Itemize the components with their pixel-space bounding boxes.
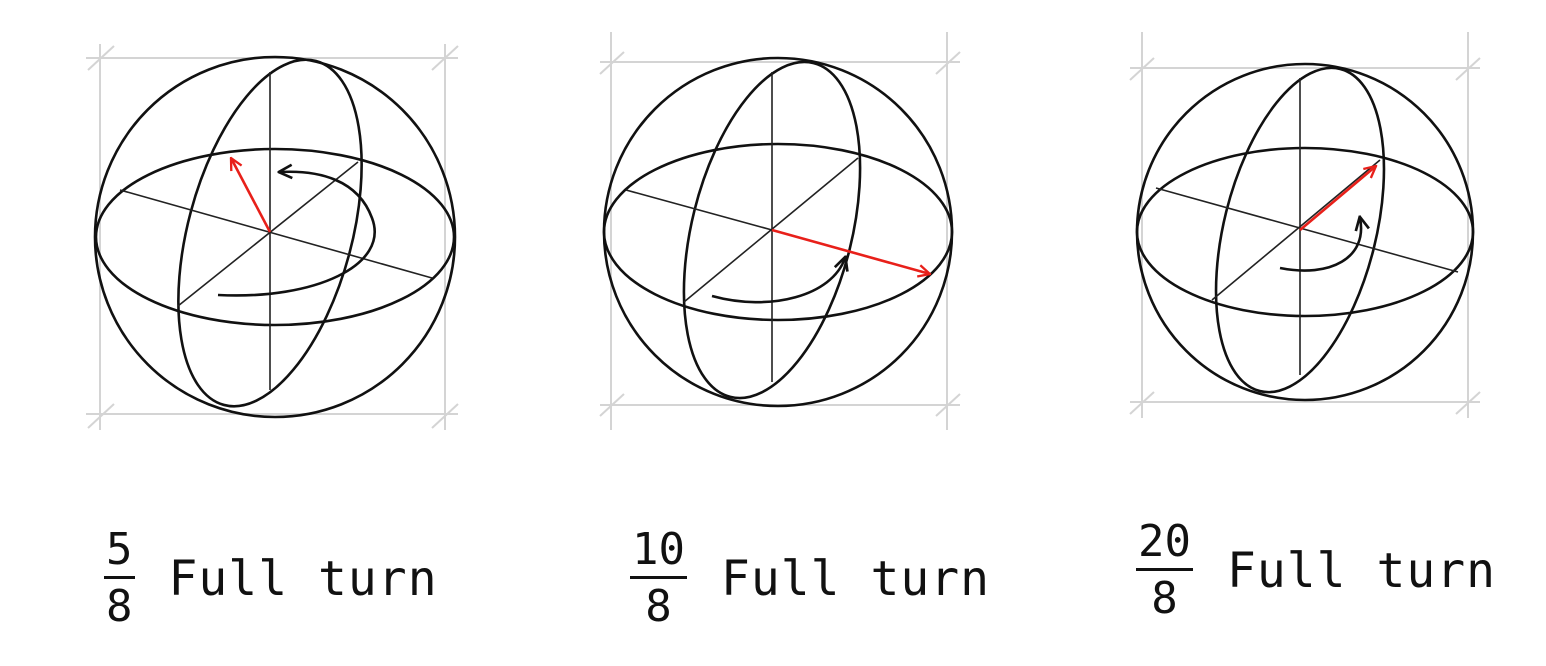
guide-box: [1129, 32, 1481, 418]
caption-label: Full turn: [720, 550, 991, 607]
guide-box: [86, 44, 459, 430]
caption-label: Full turn: [1226, 542, 1497, 599]
fraction-denominator: 8: [1151, 573, 1178, 624]
rotation-vector: [1299, 166, 1376, 231]
rotation-vector: [771, 228, 930, 274]
guide-box: [599, 32, 961, 430]
caption-label: Full turn: [168, 550, 438, 607]
fraction-numerator: 20: [1138, 516, 1191, 567]
fraction-denominator: 8: [106, 581, 133, 632]
fraction-denominator: 8: [645, 581, 672, 632]
sphere-diagram-1: [86, 44, 459, 430]
fraction-bar: [104, 576, 135, 579]
axes: [119, 72, 433, 390]
axes: [1155, 78, 1459, 375]
axes: [625, 72, 859, 382]
rotation-vector: [231, 158, 272, 233]
rotation-arrow: [1279, 218, 1361, 272]
fraction: 20 8: [1136, 520, 1193, 621]
caption-2: 10 8 Full turn: [630, 528, 990, 629]
caption-1: 5 8 Full turn: [104, 528, 438, 629]
fraction: 10 8: [630, 528, 687, 629]
fraction-bar: [630, 576, 687, 579]
caption-3: 20 8 Full turn: [1136, 520, 1496, 621]
fraction: 5 8: [104, 528, 135, 629]
sphere-outline: [602, 56, 954, 408]
fraction-bar: [1136, 568, 1193, 571]
rotation-arrow: [711, 258, 845, 304]
sphere-diagram-3: [1129, 32, 1481, 418]
rotation-arrow: [217, 172, 376, 297]
sphere-diagram-2: [599, 32, 961, 430]
fraction-numerator: 5: [106, 524, 133, 575]
fraction-numerator: 10: [632, 524, 685, 575]
